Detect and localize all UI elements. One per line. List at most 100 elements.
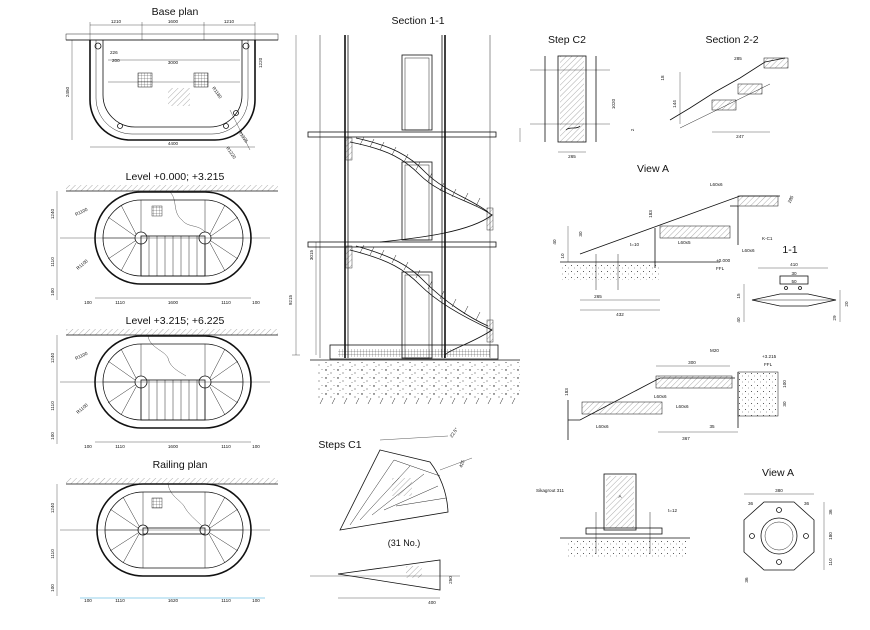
dim-vab-36-d: 36	[744, 577, 749, 583]
spiral-stair-flights	[349, 141, 493, 359]
steps-c1-title: Steps C1	[318, 439, 361, 451]
dim-rail-l2: 1110	[50, 549, 55, 559]
dim-ld-30: 30	[782, 401, 787, 407]
dim-section-left: 9215	[288, 294, 293, 305]
step-wedge	[339, 449, 449, 531]
label-va-l60x5: L60x5	[678, 240, 691, 245]
label-va-l60x6-a: L60x6	[710, 182, 723, 187]
level-1-title: Level +0.000; +3.215	[126, 171, 225, 183]
dim-c1-angle: 22.5°	[449, 427, 459, 439]
octagon-plate	[743, 501, 815, 571]
level-plan-2: Level +3.215; +6.225 100 1110 1600 1110 …	[50, 315, 278, 449]
dim-va-30: 30	[578, 231, 583, 237]
dim-va-183: 183	[648, 210, 653, 218]
dim-l2-b3: 1600	[168, 444, 179, 449]
dim-l1-b3: 1600	[168, 300, 179, 305]
dim-l1-b1: 100	[84, 300, 92, 305]
dim-11-29: 29	[832, 315, 837, 321]
label-l1-r1: R1100	[74, 207, 88, 217]
steps-c1: Steps C1 22.5° 425 (31 No.) 250 400	[310, 427, 473, 605]
label-ld-l60-a: L60x6	[654, 394, 667, 399]
ceiling-slab	[65, 33, 279, 41]
dim-11-50: 50	[791, 279, 797, 284]
dim-vab-36-c: 36	[828, 509, 833, 515]
dim-va-432: 432	[616, 312, 624, 317]
dim-base-top-1: 1210	[111, 19, 122, 24]
label-ld-l60-b: L60x6	[676, 404, 689, 409]
dim-rail-b2: 1110	[115, 598, 125, 603]
dim-11-40: 40	[736, 317, 741, 323]
dim-s22-4: 247	[736, 134, 744, 139]
dim-l2-l3: 100	[50, 432, 55, 440]
step-c2: Step C2 265 1020 2	[519, 34, 635, 159]
label-base-t12: t=12	[668, 508, 678, 513]
dim-l2-b2: 1110	[115, 444, 125, 449]
ground-soil	[318, 362, 520, 398]
dim-va-265: 265	[594, 294, 602, 299]
label-ld-m20: M20	[710, 348, 719, 353]
level-plan-1: Level +0.000; +3.215 100 1110 1600 1110 …	[50, 171, 278, 305]
dim-c2-width: 265	[568, 154, 576, 159]
anchor-grid-left	[137, 72, 153, 88]
dim-l2-l2: 1110	[50, 401, 55, 411]
label-ld-level: +3.215	[762, 354, 777, 359]
level-2-title: Level +3.215; +6.225	[126, 315, 225, 327]
dim-va-10: 10	[560, 253, 565, 259]
view-a-bottom-title: View A	[762, 467, 794, 479]
dim-ld-100: 100	[782, 380, 787, 388]
dim-l2-b1: 100	[84, 444, 92, 449]
dim-c2-height: 1020	[611, 98, 616, 109]
section-2-2: Section 2-2 285 18 144 247	[660, 34, 789, 139]
dim-vab-36-a: 36	[748, 501, 754, 506]
label-base-a: A	[618, 494, 622, 499]
landing-detail: M20 +3.215 FFL L60x6 L60x6 L60x6 300 183…	[564, 348, 787, 441]
dim-c1-250: 250	[448, 576, 453, 584]
dim-s22-1: 285	[734, 56, 742, 61]
label-l1-r2: R1100	[75, 258, 89, 271]
dim-base-inner-1: 226	[110, 50, 118, 55]
dim-rail-b4: 1110	[221, 598, 231, 603]
door-upper	[401, 54, 433, 131]
railing-plan-title: Railing plan	[153, 459, 208, 471]
section-2-2-title: Section 2-2	[705, 34, 758, 46]
dim-l1-l2: 1110	[50, 257, 55, 267]
step-c2-title: Step C2	[548, 34, 586, 46]
dim-base-inner-2: 3000	[168, 60, 179, 65]
dim-11-30: 30	[791, 271, 797, 276]
label-sikagrout: Sikagrout 311	[536, 488, 564, 493]
section-1-1: Section 1-1 9215	[288, 15, 520, 405]
label-r1220: R1220	[225, 146, 237, 160]
dim-base-top-2: 1600	[168, 19, 179, 24]
label-31-no: (31 No.)	[388, 538, 421, 548]
dim-s22-2: 18	[660, 75, 665, 81]
dim-l2-b4: 1110	[221, 444, 231, 449]
view-a-top-title: View A	[637, 163, 669, 175]
dim-rail-l3: 100	[50, 584, 55, 592]
label-l2-r1: R1100	[74, 351, 88, 361]
base-plan-title: Base plan	[152, 6, 199, 18]
dim-l2-l1: 1240	[50, 352, 55, 363]
dim-vab-110: 110	[828, 558, 833, 566]
dim-base-bottom: 4400	[168, 141, 179, 146]
section-1-1-title: Section 1-1	[391, 15, 444, 27]
label-r1225: R1225	[237, 130, 249, 144]
dim-l1-b5: 100	[252, 300, 260, 305]
label-va-ffl: FFL	[716, 266, 725, 271]
door-middle	[401, 161, 433, 241]
dim-base-top-3: 1210	[224, 19, 235, 24]
dim-l1-b4: 1110	[221, 300, 231, 305]
label-va-l60x6-b: L60x6	[742, 248, 755, 253]
dim-va-40: 40	[552, 239, 557, 245]
label-ld-l60-c: L60x6	[596, 424, 609, 429]
label-va-t10: t=10	[630, 242, 640, 247]
label-va-level: +0.000	[716, 258, 731, 263]
dim-vab-36-b: 36	[804, 501, 810, 506]
anchor-grid-right	[193, 72, 209, 88]
view-a-top: View A L60x6 L60x5 L60x6 K-C1 t=10 +0.00…	[552, 163, 795, 317]
dim-c1-425: 425	[458, 459, 465, 468]
dim-11-20: 20	[844, 301, 849, 307]
view-a-bottom: View A 380 36 36 180 36 110 36	[743, 467, 833, 583]
dim-base-inner-4: 200	[112, 58, 120, 63]
dim-vab-380: 380	[775, 488, 783, 493]
